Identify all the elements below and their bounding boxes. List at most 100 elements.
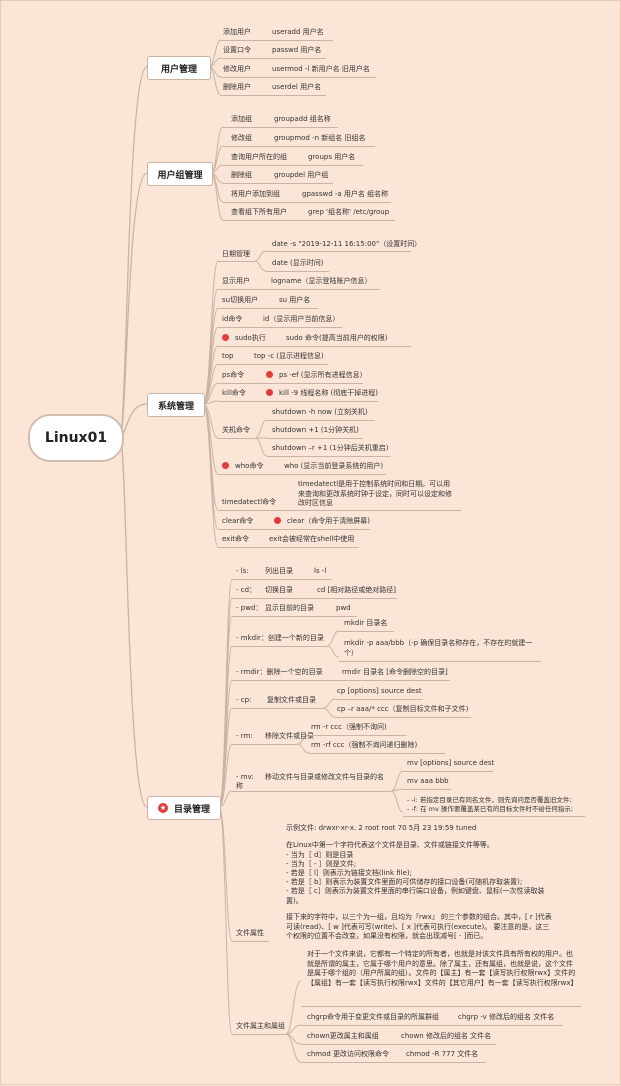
sys-kill-label[interactable]: kill命令 [222, 389, 246, 397]
dir-cd-label[interactable]: - cd： [236, 586, 257, 594]
branch-group-management[interactable]: 用户组管理 [147, 162, 213, 186]
dir-chown-cmd[interactable]: chown 修改后的组名 文件名 [401, 1032, 492, 1040]
dir-mkdir-parents[interactable]: mkdir -p aaa/bbb（-p 确保目录名称存在，不存在的就建一个） [344, 639, 533, 657]
dir-chgrp-label[interactable]: chgrp命令用于变更文件或目录的所属群组 [307, 1013, 440, 1021]
dir-cp-desc[interactable]: 复制文件或目录 [267, 696, 316, 704]
dir-mkdir-simple[interactable]: mkdir 目录名 [344, 619, 388, 627]
dir-mv-opt-f[interactable]: - -f: 在 mv 操作要覆盖某已有的目标文件时不给任何指示; [407, 805, 574, 813]
group-query-cmd[interactable]: groups 用户名 [308, 153, 356, 161]
sys-su-label[interactable]: su切换用户 [222, 296, 259, 304]
sys-sudo-cmd[interactable]: sudo 命令(提高当前用户的权限) [286, 334, 388, 342]
dir-chown-label[interactable]: chown更改属主和属组 [307, 1032, 379, 1040]
group-query-label[interactable]: 查询用户所在的组 [231, 153, 287, 161]
dir-mv-label-cont[interactable]: 称 [236, 782, 243, 790]
branch-system-management[interactable]: 系统管理 [147, 393, 205, 417]
sys-date-show[interactable]: date (显示时间) [272, 259, 324, 267]
sys-clear-label[interactable]: clear命令 [222, 517, 254, 525]
dir-rm-desc[interactable]: 移除文件或目录 [265, 732, 314, 740]
sys-ps-label[interactable]: ps命令 [222, 371, 245, 379]
dir-rm-label[interactable]: - rm: [236, 732, 253, 740]
sys-shutdown-reboot[interactable]: shutdown –r +1 (1分钟后关机重启) [272, 444, 389, 452]
dir-cd-desc[interactable]: 切换目录 [265, 586, 293, 594]
dir-ls-cmd[interactable]: ls -l [314, 567, 327, 575]
dir-mv-opt-i[interactable]: - -i: 若指定目录已有同名文件，则先询问是否覆盖旧文件; [407, 796, 572, 804]
dir-attr-dash[interactable]: - 当为［ - ］则是文件; [286, 860, 357, 868]
sys-shutdown-now[interactable]: shutdown -h now (立刻关机) [272, 408, 368, 416]
group-mod-label[interactable]: 修改组 [231, 134, 252, 142]
sys-date-label[interactable]: 日期管理 [222, 250, 250, 258]
sys-who-label[interactable]: who命令 [222, 461, 263, 471]
sys-timedatectl-desc[interactable]: timedatectl是用于控制系统时间和日期。可以用来查询和更改系统时钟于设定… [298, 480, 452, 507]
dir-pwd-desc[interactable]: 显示目前的目录 [265, 604, 314, 612]
sys-logname-cmd[interactable]: logname（显示登陆账户信息） [271, 277, 372, 285]
dir-mkdir-label[interactable]: - mkdir：创建一个新的目录 [236, 634, 324, 642]
root-node[interactable]: Linux01 [28, 414, 124, 462]
group-del-label[interactable]: 删除组 [231, 171, 252, 179]
dir-owner-desc[interactable]: 对于一个文件来说，它都有一个特定的所有者，也就是对该文件具有所有权的用户。也就是… [307, 950, 578, 987]
user-mod-label[interactable]: 修改用户 [223, 65, 251, 73]
dir-cp-recursive[interactable]: cp –r aaa/* ccc（复制目标文件和子文件) [337, 705, 469, 713]
dir-mv-label[interactable]: - mv: [236, 773, 254, 781]
dir-chmod-label[interactable]: chmod 更改访问权限命令 [307, 1050, 390, 1058]
sys-sudo-label[interactable]: sudo执行 [222, 333, 266, 343]
dir-attr-d[interactable]: - 当为［ d］则是目录 [286, 851, 354, 859]
user-add-cmd[interactable]: useradd 用户名 [272, 28, 324, 36]
sys-clear-cmd[interactable]: clear（命令用于清除屏幕) [274, 516, 370, 526]
sys-timedatectl-label[interactable]: timedatectl命令 [222, 498, 277, 506]
sys-ps-cmd[interactable]: ps -ef (显示所有进程信息） [266, 370, 367, 380]
dir-attr-b[interactable]: - 若是［ b］则表示为装置文件里面的可供储存的接口设备(可随机存取装置); [286, 878, 523, 886]
dir-attr-rwx[interactable]: 接下来的字符中，以三个为一组，且均为『rwx』 的三个参数的组合。其中，[ r … [286, 913, 552, 940]
dir-rmdir-cmd[interactable]: rmdir 目录名 [命令删除空的目录] [342, 668, 448, 676]
sys-top-cmd[interactable]: top -c (显示进程信息) [254, 352, 324, 360]
sys-top-label[interactable]: top [222, 352, 234, 360]
dir-rm-force[interactable]: rm -rf ccc（强制不询问递归删除) [311, 741, 418, 749]
dir-pwd-label[interactable]: - pwd： [236, 604, 263, 612]
sys-date-set[interactable]: date -s "2019-12-11 16:15:00"（设置时间） [272, 240, 422, 248]
sys-shutdown-1min[interactable]: shutdown +1 (1分钟关机) [272, 426, 359, 434]
dir-mv-example[interactable]: mv aaa bbb [407, 777, 449, 785]
user-del-cmd[interactable]: userdel 用户名 [272, 83, 322, 91]
sys-id-label[interactable]: id命令 [222, 315, 243, 323]
dir-rm-recursive[interactable]: rm -r ccc（强制不询问) [311, 723, 387, 731]
dir-attr-c[interactable]: - 若是［ c］则表示为装置文件里面的串行端口设备，例如键盘、鼠标(一次性读取装… [286, 887, 545, 905]
dir-cp-label[interactable]: - cp: [236, 696, 252, 704]
dir-cp-syntax[interactable]: cp [options] source dest [337, 687, 422, 695]
user-del-label[interactable]: 删除用户 [223, 83, 251, 91]
sys-su-cmd[interactable]: su 用户名 [279, 296, 311, 304]
sys-exit-label[interactable]: exit命令 [222, 535, 250, 543]
dir-ls-label[interactable]: - ls: [236, 567, 249, 575]
group-list-label[interactable]: 查看组下所有用户 [231, 208, 287, 216]
sys-who-cmd[interactable]: who (显示当前登录系统的用户) [284, 462, 384, 470]
branch-user-management[interactable]: 用户管理 [147, 56, 211, 80]
user-passwd-cmd[interactable]: passwd 用户名 [272, 46, 322, 54]
group-adduser-label[interactable]: 将用户添加到组 [231, 190, 280, 198]
user-add-label[interactable]: 添加用户 [223, 28, 251, 36]
dir-attr-intro[interactable]: 在Linux中第一个字符代表这个文件是目录、文件或链接文件等等。 [286, 841, 494, 849]
dir-attr-example[interactable]: 示例文件: drwxr-xr-x. 2 root root 70 5月 23 1… [286, 824, 477, 832]
dir-attr-label[interactable]: 文件属性 [236, 929, 264, 937]
sys-shutdown-label[interactable]: 关机命令 [222, 426, 250, 434]
group-add-label[interactable]: 添加组 [231, 115, 252, 123]
dir-pwd-cmd[interactable]: pwd [336, 604, 351, 612]
dir-mv-syntax[interactable]: mv [options] source dest [407, 759, 495, 767]
sys-exit-cmd[interactable]: exit会被经常在shell中使用 [269, 535, 355, 543]
dir-cd-cmd[interactable]: cd [相对路径或绝对路径] [317, 586, 396, 594]
user-mod-cmd[interactable]: usermod -l 新用户名 旧用户名 [272, 65, 370, 73]
dir-attr-l[interactable]: - 若是［ l］则表示为链接文档(link file); [286, 869, 413, 877]
group-del-cmd[interactable]: groupdel 用户组 [274, 171, 329, 179]
dir-chmod-cmd[interactable]: chmod -R 777 文件名 [406, 1050, 479, 1058]
sys-logname-label[interactable]: 显示用户 [222, 277, 250, 285]
dir-chgrp-cmd[interactable]: chgrp -v 修改后的组名 文件名 [458, 1013, 555, 1021]
group-add-cmd[interactable]: groupadd 组名称 [274, 115, 331, 123]
group-mod-cmd[interactable]: groupmod -n 新组名 旧组名 [274, 134, 366, 142]
dir-owner-label[interactable]: 文件属主和属组 [236, 1022, 285, 1030]
branch-directory-management[interactable]: ★目录管理 [147, 796, 221, 820]
user-passwd-label[interactable]: 设置口令 [223, 46, 251, 54]
sys-id-cmd[interactable]: id（显示用户当前信息） [263, 315, 340, 323]
dir-ls-desc[interactable]: 列出目录 [265, 567, 293, 575]
dir-rmdir-label[interactable]: - rmdir：删除一个空的目录 [236, 668, 323, 676]
dir-mv-desc[interactable]: 移动文件与目录或修改文件与目录的名 [265, 773, 384, 781]
sys-kill-cmd[interactable]: kill -9 线程名称 (彻底干掉进程) [266, 388, 378, 398]
group-list-cmd[interactable]: grep '组名称' /etc/group [308, 208, 390, 216]
group-adduser-cmd[interactable]: gpasswd -a 用户名 组名称 [302, 190, 389, 198]
